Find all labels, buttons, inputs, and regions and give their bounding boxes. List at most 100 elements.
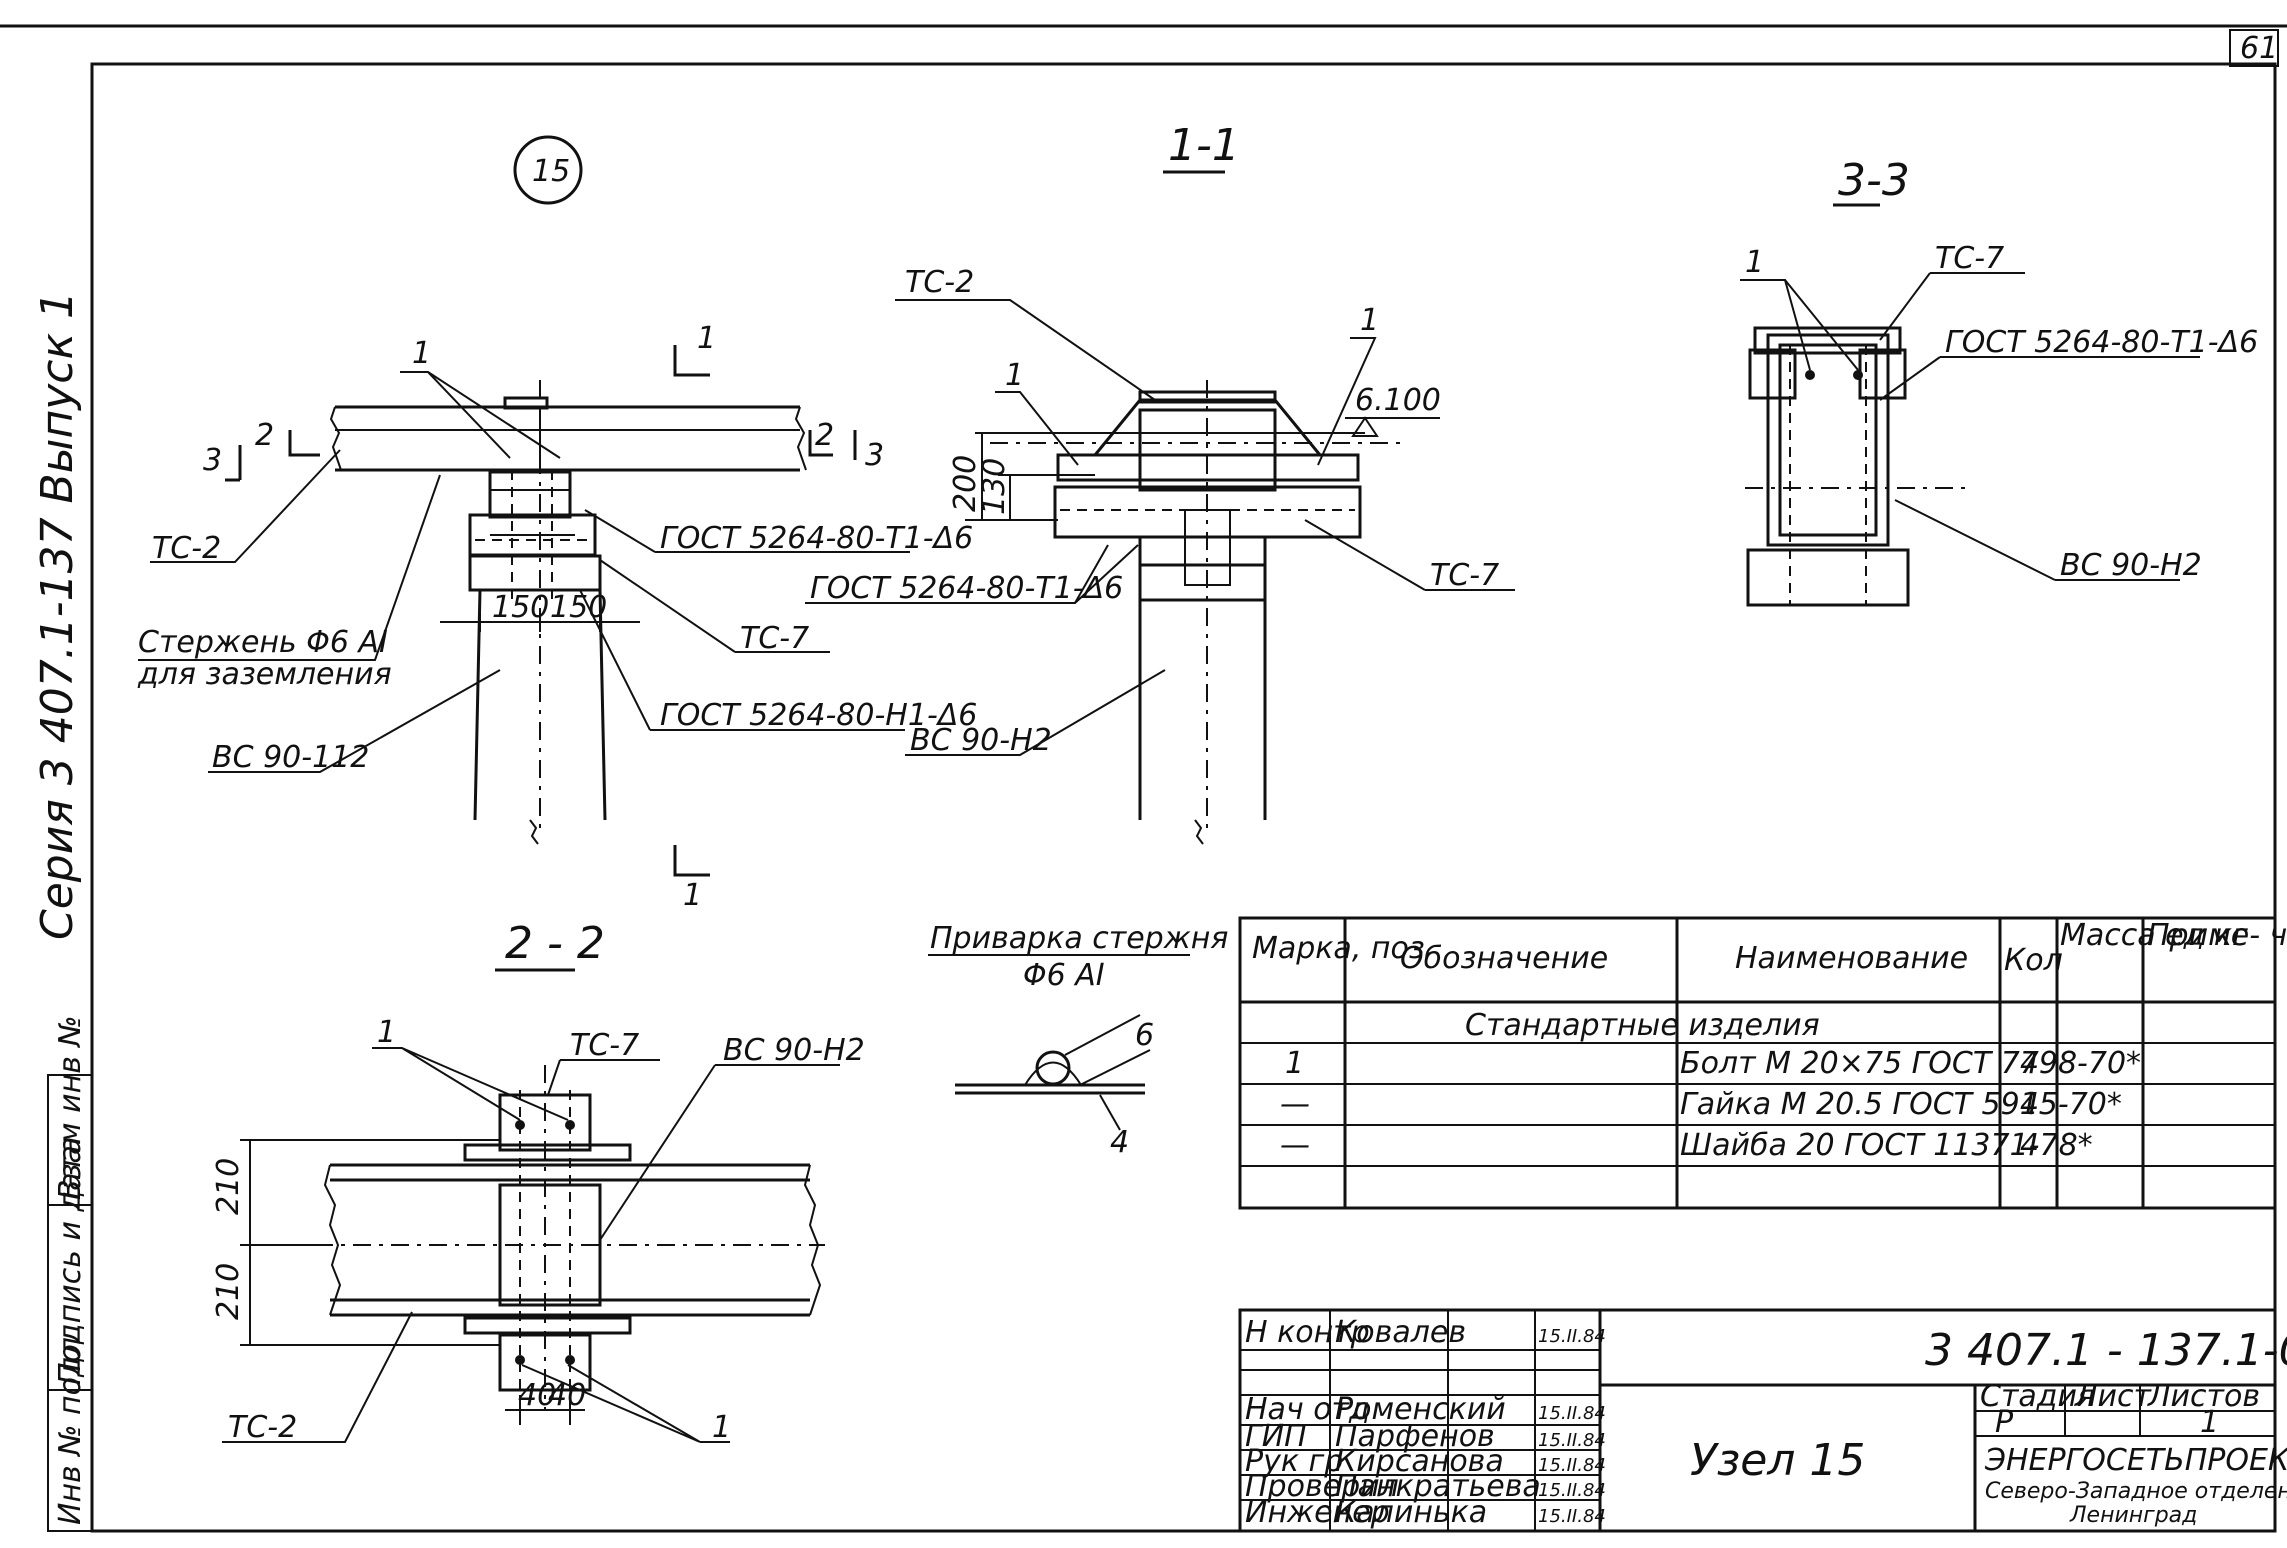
gost-t1-section1-label: ГОСТ 5264-80-Т1-Δ6	[810, 571, 1123, 606]
pos1-section1-right-label: 1	[1360, 303, 1379, 338]
spec-row-2-mark: —	[1280, 1087, 1310, 1122]
title-block	[1238, 1308, 2277, 1533]
tb-code: 3 407.1 - 137.1-050	[1925, 1325, 2287, 1376]
section-1-1-title: 1-1	[1168, 120, 1240, 171]
tb-role-4: Рук гр	[1245, 1444, 1343, 1479]
dim-40-right: 40	[548, 1378, 586, 1413]
cut-mark-1-top	[673, 345, 710, 377]
spec-row-2-qty: 4	[2020, 1087, 2039, 1122]
tc7-section3-label: ТС-7	[1935, 241, 2004, 276]
section-3-3-view	[1745, 326, 1965, 607]
node-number: 15	[532, 154, 570, 189]
dim-40-left: 40	[518, 1378, 556, 1413]
spec-row-1-name: Болт М 20×75 ГОСТ 7798-70*	[1680, 1046, 2141, 1081]
tb-date-3: 15.II.84	[1538, 1430, 1606, 1451]
vc-main-leader	[208, 669, 501, 773]
spec-row-1-mark: 1	[1285, 1046, 1304, 1081]
stamp-signature: Подпись и дата	[53, 1137, 88, 1386]
sheet-number-box	[2229, 29, 2279, 67]
rod-leader	[138, 474, 441, 661]
pos1-section3-label: 1	[1745, 245, 1764, 280]
cut-2-right-label: 2	[815, 418, 834, 453]
tc7-main-label: ТС-7	[740, 621, 809, 656]
cut-mark-2-right	[808, 430, 833, 457]
elevation-label: 6.100	[1355, 383, 1441, 418]
tb-org3: Ленинград	[2069, 1503, 2197, 1528]
tb-sheet-header: Лист	[2074, 1379, 2153, 1414]
dim-210-top: 210	[211, 1158, 246, 1215]
vc-main-label: ВС 90-112	[212, 740, 369, 775]
pos1-section1-left-label: 1	[1005, 358, 1024, 393]
left-stamp	[47, 1074, 93, 1532]
cut-1-top-label: 1	[697, 321, 716, 356]
pos1-section2-top-label: 1	[377, 1015, 396, 1050]
spec-header-mass: Масса ед кг	[2060, 918, 2248, 953]
weld-dim-6: 6	[1135, 1018, 1154, 1053]
weld-dim-4: 4	[1110, 1125, 1129, 1160]
tb-name-1: Ковалев	[1335, 1315, 1466, 1350]
tb-sheets-header: Листов	[2147, 1379, 2260, 1414]
tc7-section1-label: ТС-7	[1430, 558, 1499, 593]
sheet-number: 61	[2240, 31, 2278, 66]
tb-date-2: 15.II.84	[1538, 1403, 1606, 1424]
weld-title: Приварка стержня	[930, 921, 1228, 956]
tb-role-3: ГИП	[1245, 1419, 1307, 1454]
vc-h2-section3-label: ВС 90-Н2	[2060, 548, 2202, 583]
tc7-section2-label: ТС-7	[570, 1028, 639, 1063]
tb-org2: Северо-Западное отделение	[1985, 1479, 2287, 1504]
spec-header-note: Приме- чание	[2147, 918, 2287, 953]
tb-date-6: 15.II.84	[1538, 1506, 1606, 1527]
tb-role-1: Н контр	[1245, 1315, 1370, 1350]
tb-name-4: Кирсанова	[1335, 1444, 1504, 1479]
spec-row-3-name: Шайба 20 ГОСТ 11371-78*	[1680, 1128, 2093, 1163]
main-view: 150 150	[329, 380, 807, 845]
tb-name-3: Парфенов	[1335, 1419, 1495, 1454]
cut-3-right-label: 3	[865, 438, 884, 473]
rod-label-line1: Стержень Φ6 АI	[138, 625, 388, 660]
pos1-section2-bottom-label: 1	[712, 1410, 731, 1445]
stamp-replace: Взам инв №	[53, 1015, 88, 1200]
pos1-main-leader	[400, 371, 561, 459]
cut-3-left-label: 3	[203, 443, 222, 478]
rod-label-line2: для заземления	[137, 657, 392, 692]
spec-row-3-mark: —	[1280, 1128, 1310, 1163]
spec-header-name: Наименование	[1735, 941, 1968, 976]
cut-mark-1-bottom	[673, 845, 710, 877]
drawing-frame	[90, 62, 2277, 1533]
tc2-section1-label: ТС-2	[905, 265, 974, 300]
tc2-main-label: ТС-2	[152, 531, 221, 566]
tb-role-5: Проверил	[1245, 1469, 1399, 1504]
dim-210-bottom: 210	[211, 1263, 246, 1320]
section-3-3-title: 3-3	[1838, 155, 1910, 206]
gost-t1-main-label: ГОСТ 5264-80-Т1-Δ6	[660, 521, 973, 556]
series-side-label: Серия 3 407.1-137 Выпуск 1	[32, 291, 83, 940]
tb-org1: ЭНЕРГОСЕТЬПРОЕКТ	[1984, 1443, 2287, 1478]
spec-header-mark: Марка, поз	[1252, 931, 1425, 966]
tb-name-5: Панкратьева	[1335, 1469, 1541, 1504]
weld-detail: 6 4	[955, 1014, 1154, 1160]
section-2-2-view: 210 210 40 40	[211, 1065, 825, 1425]
cut-2-left-label: 2	[255, 418, 274, 453]
spec-header-designation: Обозначение	[1400, 941, 1608, 976]
dim-130: 130	[977, 458, 1012, 515]
pos1-main-label: 1	[412, 336, 431, 371]
spec-row-2-name: Гайка М 20.5 ГОСТ 5915-70*	[1680, 1087, 2122, 1122]
gost-t1-section3-label: ГОСТ 5264-80-Т1-Δ6	[1945, 325, 2258, 360]
weld-subtitle: Φ6 АI	[1023, 958, 1105, 993]
tb-role-2: Нач отд	[1245, 1392, 1370, 1427]
vc-h2-section2-label: ВС 90-Н2	[723, 1033, 865, 1068]
spec-row-1-qty: 4	[2020, 1046, 2039, 1081]
spec-row-3-qty: 4	[2020, 1128, 2039, 1163]
tb-title: Узел 15	[1690, 1435, 1865, 1486]
node-number-circle	[513, 135, 583, 205]
tb-date-5: 15.II.84	[1538, 1480, 1606, 1501]
tb-date-4: 15.II.84	[1538, 1455, 1606, 1476]
dim-200: 200	[948, 455, 983, 512]
tb-name-2: Роменский	[1335, 1392, 1506, 1427]
section-2-2-title: 2 - 2	[505, 918, 605, 969]
tb-sheets: 1	[2200, 1405, 2219, 1440]
dim-150-right: 150	[550, 590, 607, 625]
vc-h2-section1-label: ВС 90-Н2	[910, 723, 1052, 758]
gost-h1-main-label: ГОСТ 5264-80-Н1-Δ6	[660, 698, 977, 733]
